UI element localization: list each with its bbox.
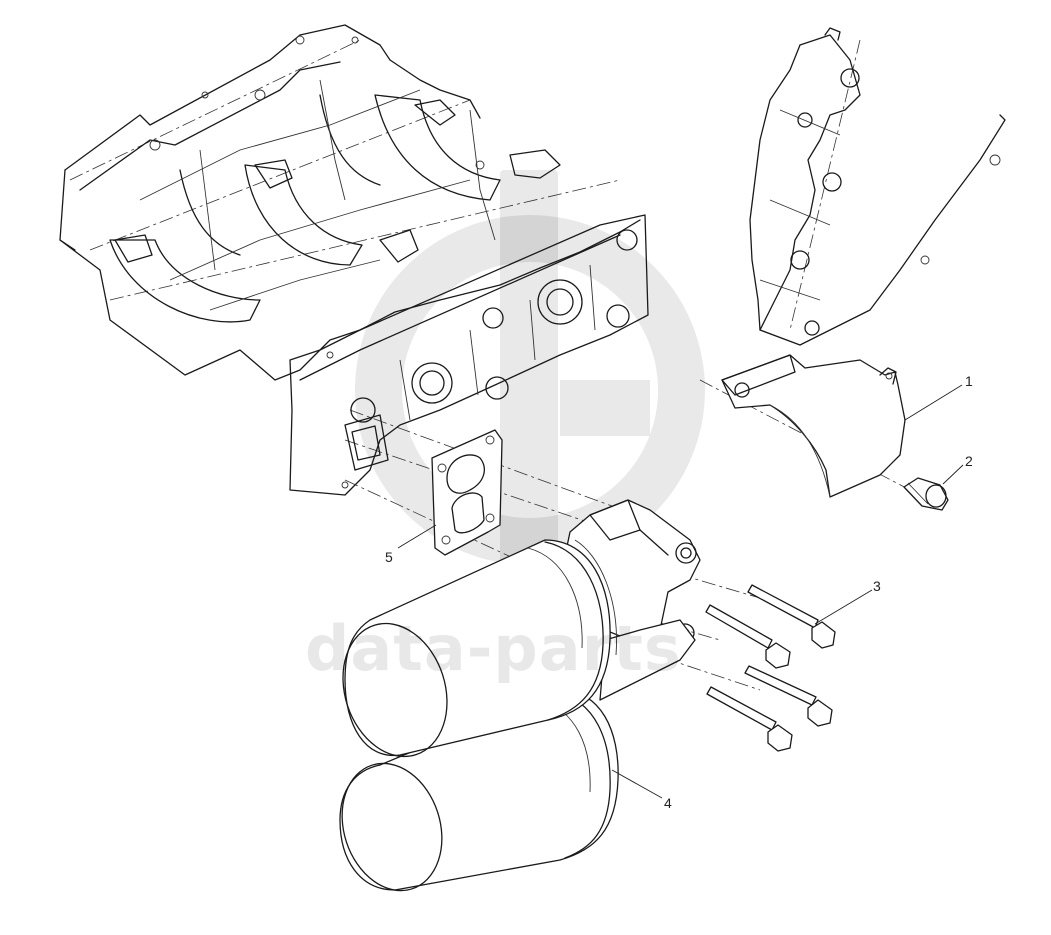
cap-screw-part-2 [903,477,949,511]
oil-filter-assembly-part-4 [339,499,701,892]
callout-3: 3 [814,578,881,625]
bolt-b [705,604,791,669]
callout-2: 2 [942,453,973,485]
side-bracket [749,27,1006,346]
callout-label-5: 5 [385,549,393,565]
watermark-logo [355,170,705,610]
bolt-a [747,584,836,649]
gasket-part-5 [431,429,503,556]
callout-label-2: 2 [965,453,973,469]
bolt-c [744,665,833,727]
callout-4: 4 [611,769,672,811]
engine-block [59,24,649,496]
callout-5: 5 [385,524,437,565]
callout-label-4: 4 [664,795,672,811]
callout-label-1: 1 [965,373,973,389]
callout-1: 1 [904,373,973,421]
callout-label-3: 3 [873,578,881,594]
watermark-text: data-parts [305,612,682,685]
flange-bolts-part-3 [705,584,836,752]
heat-shield-part-1 [721,354,906,498]
bolt-d [706,686,793,752]
